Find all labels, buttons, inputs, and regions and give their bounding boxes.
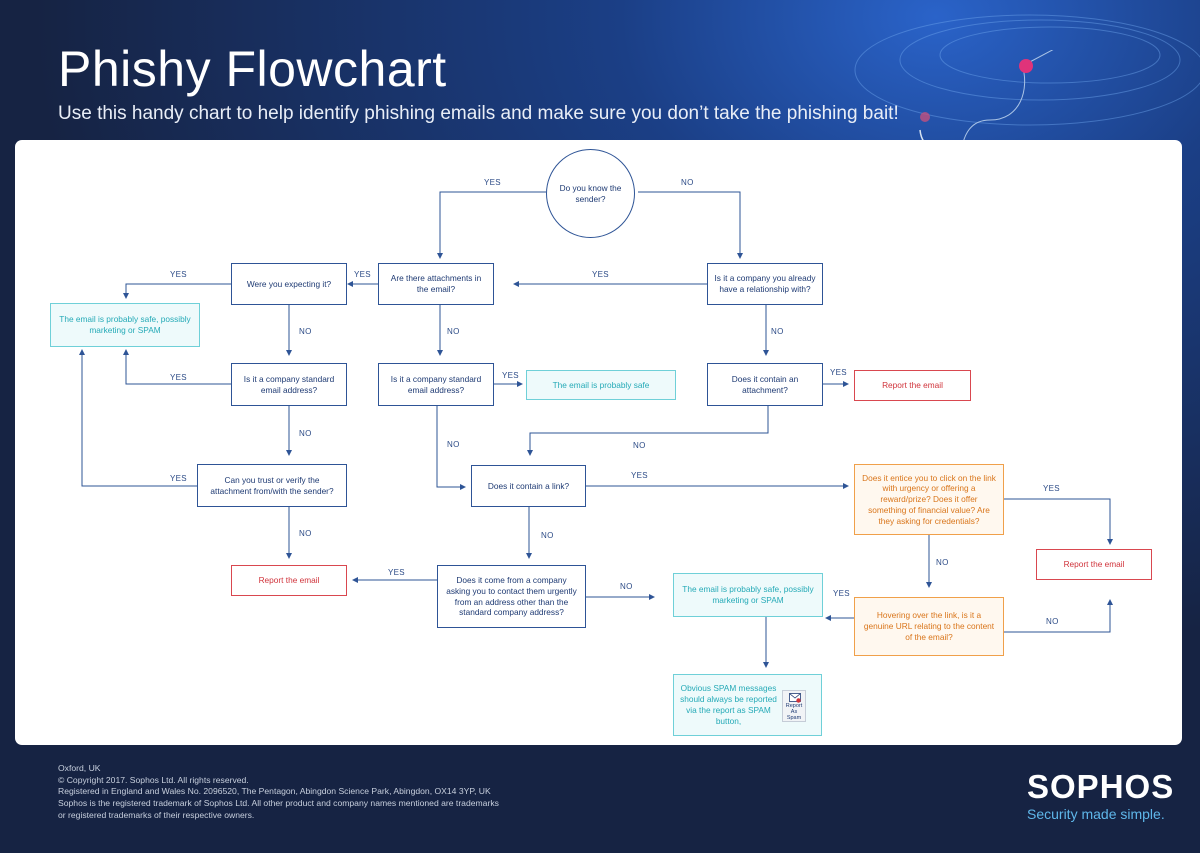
label-no: NO [447, 440, 460, 449]
outcome-report-left: Report the email [231, 565, 347, 596]
question-expecting: Were you expecting it? [231, 263, 347, 305]
footer-line: or registered trademarks of their respec… [58, 809, 255, 820]
question-trust-attachment: Can you trust or verify the attachment f… [197, 464, 347, 507]
label-yes: YES [170, 373, 187, 382]
label-no: NO [299, 327, 312, 336]
node-text: Does it entice you to click on the link … [862, 472, 996, 526]
label-yes: YES [354, 270, 371, 279]
question-hover-link: Hovering over the link, is it a genuine … [854, 597, 1004, 656]
label-no: NO [299, 429, 312, 438]
question-know-sender: Do you know the sender? [546, 149, 635, 238]
footer-line: © Copyright 2017. Sophos Ltd. All rights… [58, 774, 249, 785]
node-text: Does it contain an attachment? [731, 373, 799, 395]
label-yes: YES [592, 270, 609, 279]
node-text: Is it a company standard email address? [390, 373, 482, 395]
node-text: Report the email [1063, 559, 1125, 570]
outcome-report-right: Report the email [1036, 549, 1152, 580]
question-contain-link: Does it contain a link? [471, 465, 586, 507]
outcome-probably-safe: The email is probably safe [526, 370, 676, 400]
question-entice: Does it entice you to click on the link … [854, 464, 1004, 535]
label-no: NO [771, 327, 784, 336]
node-text: Is it a company standard email address? [243, 373, 335, 395]
report-spam-label: Report As Spam [785, 703, 803, 722]
label-no: NO [299, 529, 312, 538]
footer-line: Sophos is the registered trademark of So… [58, 798, 499, 809]
footer-legal: Oxford, UK © Copyright 2017. Sophos Ltd.… [58, 763, 499, 821]
node-text: Does it contain a link? [487, 480, 570, 491]
node-text: Does it come from a company asking you t… [446, 574, 577, 618]
label-no: NO [936, 558, 949, 567]
node-text: Hovering over the link, is it a genuine … [863, 610, 995, 642]
outcome-safe-spam-top: The email is probably safe, possibly mar… [50, 303, 200, 347]
node-text: Do you know the sender? [559, 182, 622, 204]
label-yes: YES [484, 178, 501, 187]
label-no: NO [541, 531, 554, 540]
node-text: The email is probably safe [552, 379, 650, 390]
question-attachments: Are there attachments in the email? [378, 263, 494, 305]
question-company-relationship: Is it a company you already have a relat… [707, 263, 823, 305]
label-yes: YES [1043, 484, 1060, 493]
envelope-report-icon [789, 693, 801, 703]
question-contact-urgently: Does it come from a company asking you t… [437, 565, 586, 628]
outcome-safe-spam-mid: The email is probably safe, possibly mar… [673, 573, 823, 617]
footer-line: Registered in England and Wales No. 2096… [58, 786, 491, 797]
label-no: NO [681, 178, 694, 187]
node-text: Is it a company you already have a relat… [714, 273, 816, 294]
label-no: NO [1046, 617, 1059, 626]
label-yes: YES [833, 589, 850, 598]
page-subtitle: Use this handy chart to help identify ph… [58, 103, 899, 124]
label-no: NO [447, 327, 460, 336]
outcome-report-top: Report the email [854, 370, 971, 401]
label-no: NO [620, 582, 633, 591]
footer-line: Oxford, UK [58, 763, 101, 773]
node-text: Are there attachments in the email? [390, 273, 482, 294]
report-spam-button[interactable]: Report As Spam [782, 690, 806, 722]
question-std-address-mid: Is it a company standard email address? [378, 363, 494, 406]
label-yes: YES [502, 371, 519, 380]
brand-tagline: Security made simple. [1027, 806, 1165, 822]
question-std-address-left: Is it a company standard email address? [231, 363, 347, 406]
label-yes: YES [388, 568, 405, 577]
question-contain-attachment: Does it contain an attachment? [707, 363, 823, 406]
label-yes: YES [170, 270, 187, 279]
node-text: Obvious SPAM messages should always be r… [680, 683, 777, 726]
node-text: The email is probably safe, possibly mar… [682, 584, 814, 605]
node-text: Report the email [258, 575, 320, 586]
node-text: Were you expecting it? [246, 278, 332, 289]
sophos-logo: SOPHOS [1027, 768, 1175, 805]
page-title: Phishy Flowchart [58, 41, 447, 97]
label-yes: YES [830, 368, 847, 377]
node-text: Report the email [882, 380, 943, 391]
label-yes: YES [631, 471, 648, 480]
label-yes: YES [170, 474, 187, 483]
label-no: NO [633, 441, 646, 450]
node-text: The email is probably safe, possibly mar… [59, 314, 191, 335]
node-text: Can you trust or verify the attachment f… [210, 474, 334, 496]
